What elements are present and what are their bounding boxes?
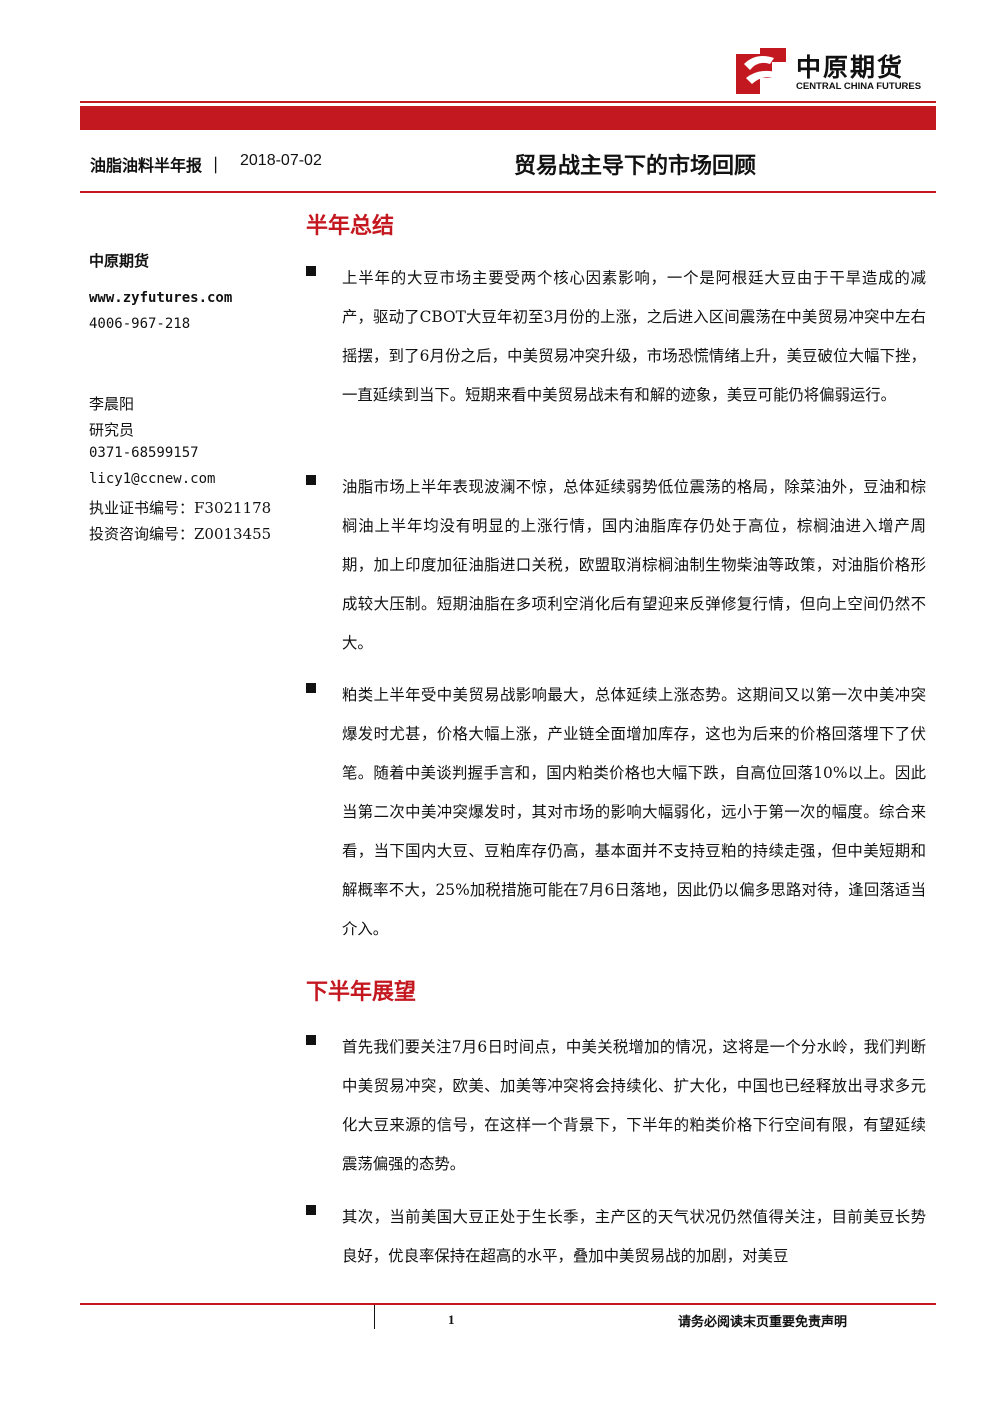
paragraph-text: 油脂市场上半年表现波澜不惊，总体延续弱势低位震荡的格局，除菜油外，豆油和棕榈油上… <box>342 478 926 652</box>
report-header: 油脂油料半年报 ｜ 2018-07-02 贸易战主导下的市场回顾 <box>80 150 936 179</box>
analyst-role: 研究员 <box>89 421 135 439</box>
paragraph-text: 其次，当前美国大豆正处于生长季，主产区的天气状况仍然值得关注，目前美豆长势良好，… <box>342 1208 926 1265</box>
paragraph-text: 粕类上半年受中美贸易战影响最大，总体延续上涨态势。这期间又以第一次中美冲突爆发时… <box>342 686 926 938</box>
report-title: 贸易战主导下的市场回顾 <box>514 154 757 179</box>
square-bullet-icon <box>306 475 316 485</box>
sidebar-hotline: 4006-967-218 <box>89 316 191 332</box>
sidebar-website[interactable]: www.zyfutures.com <box>89 290 233 306</box>
footer-disclaimer[interactable]: 请务必阅读末页重要免责声明 <box>678 1315 848 1330</box>
paragraph-text: 上半年的大豆市场主要受两个核心因素影响，一个是阿根廷大豆由于干旱造成的减产，驱动… <box>342 269 926 404</box>
section-heading-outlook: 下半年展望 <box>306 980 417 1005</box>
page-number: 1 <box>448 1312 455 1327</box>
report-date: 2018-07-02 <box>240 152 322 169</box>
outlook-paragraph: 首先我们要关注7月6日时间点，中美关税增加的情况，这将是一个分水岭，我们判断中美… <box>306 1028 926 1184</box>
analyst-email[interactable]: licy1@ccnew.com <box>89 471 216 487</box>
summary-paragraph: 油脂市场上半年表现波澜不惊，总体延续弱势低位震荡的格局，除菜油外，豆油和棕榈油上… <box>306 468 926 663</box>
header-band <box>80 106 936 130</box>
logo-mark-icon <box>736 48 786 94</box>
outlook-paragraph: 其次，当前美国大豆正处于生长季，主产区的天气状况仍然值得关注，目前美豆长势良好，… <box>306 1198 926 1276</box>
summary-paragraph: 粕类上半年受中美贸易战影响最大，总体延续上涨态势。这期间又以第一次中美冲突爆发时… <box>306 676 926 949</box>
sidebar-company: 中原期货 <box>89 252 150 270</box>
analyst-phone: 0371-68599157 <box>89 445 199 461</box>
analyst-consult-number: 投资咨询编号：Z0013455 <box>89 525 272 543</box>
square-bullet-icon <box>306 1035 316 1045</box>
paragraph-text: 首先我们要关注7月6日时间点，中美关税增加的情况，这将是一个分水岭，我们判断中美… <box>342 1038 926 1173</box>
top-divider <box>80 101 936 103</box>
section-heading-summary: 半年总结 <box>306 214 395 239</box>
square-bullet-icon <box>306 683 316 693</box>
footer-separator <box>374 1305 375 1329</box>
logo-text-en: CENTRAL CHINA FUTURES <box>796 81 922 92</box>
logo-text-cn: 中原期货 <box>796 53 905 82</box>
square-bullet-icon <box>306 266 316 276</box>
company-logo: 中原期货 CENTRAL CHINA FUTURES <box>736 46 936 98</box>
report-type: 油脂油料半年报 ｜ <box>90 156 224 175</box>
footer-divider <box>80 1303 936 1305</box>
header-divider <box>80 191 936 193</box>
square-bullet-icon <box>306 1205 316 1215</box>
summary-paragraph: 上半年的大豆市场主要受两个核心因素影响，一个是阿根廷大豆由于干旱造成的减产，驱动… <box>306 259 926 415</box>
analyst-name: 李晨阳 <box>89 395 135 413</box>
analyst-cert-number: 执业证书编号：F3021178 <box>89 499 272 517</box>
